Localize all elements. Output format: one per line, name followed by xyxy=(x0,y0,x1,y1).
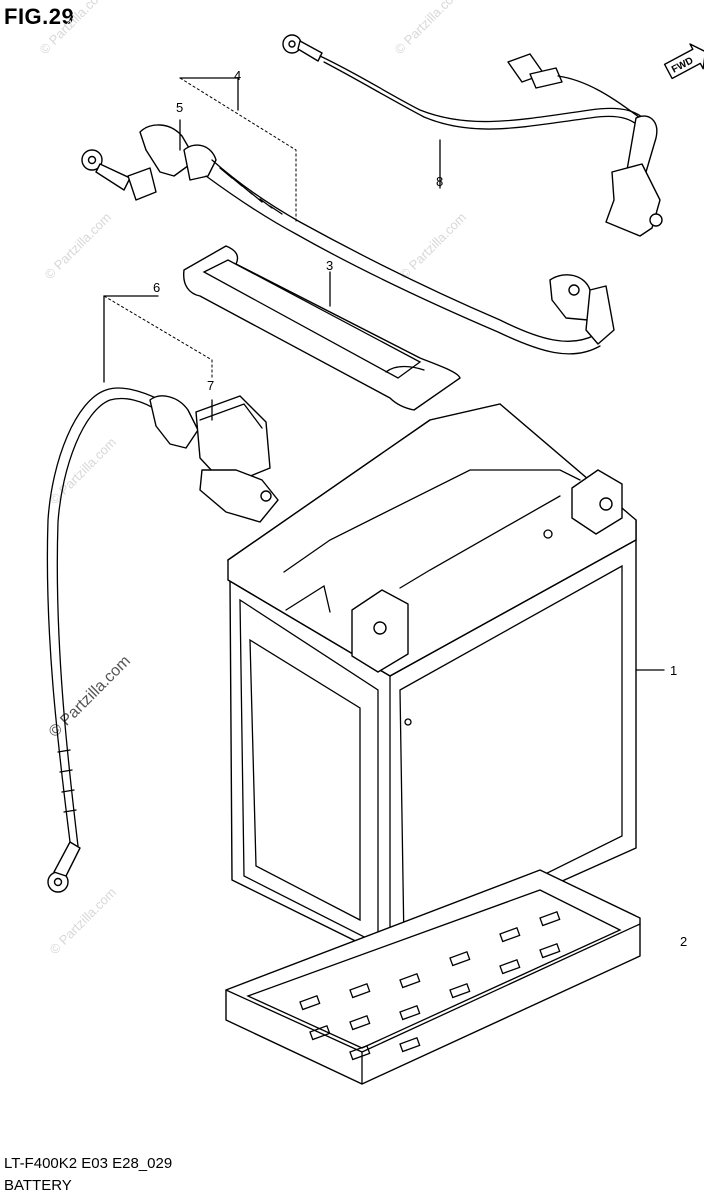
callout-2: 2 xyxy=(680,934,687,949)
callout-1: 1 xyxy=(670,663,677,678)
figure-title: FIG.29 xyxy=(4,4,75,29)
callout-8: 8 xyxy=(436,174,443,189)
watermark: © Partzilla.com xyxy=(47,885,120,958)
harness-lead-wire xyxy=(282,34,663,237)
callout-3: 3 xyxy=(326,258,333,273)
watermark-main: © Partzilla.com xyxy=(46,653,134,741)
battery-negative-cable xyxy=(46,387,279,893)
callout-7: 7 xyxy=(207,378,214,393)
fwd-arrow-icon: FWD xyxy=(663,43,704,80)
leader-lines xyxy=(103,77,665,671)
battery-tray xyxy=(225,869,641,1085)
watermark: © Partzilla.com xyxy=(37,0,110,57)
callout-6: 6 xyxy=(153,280,160,295)
callout-5: 5 xyxy=(176,100,183,115)
watermark: © Partzilla.com xyxy=(47,435,120,508)
watermark: © Partzilla.com xyxy=(392,0,465,57)
watermark: © Partzilla.com xyxy=(42,210,115,283)
battery-exploded-diagram: © Partzilla.com © Partzilla.com © Partzi… xyxy=(37,0,704,1085)
battery-holding-band xyxy=(183,245,461,411)
tray-slots xyxy=(299,911,561,1061)
watermark: © Partzilla.com xyxy=(397,210,470,283)
model-code: LT-F400K2 E03 E28_029 xyxy=(4,1155,173,1172)
battery-positive-cable xyxy=(81,124,615,355)
callout-4: 4 xyxy=(234,68,241,83)
battery xyxy=(227,403,637,959)
section-name: BATTERY xyxy=(4,1177,72,1194)
